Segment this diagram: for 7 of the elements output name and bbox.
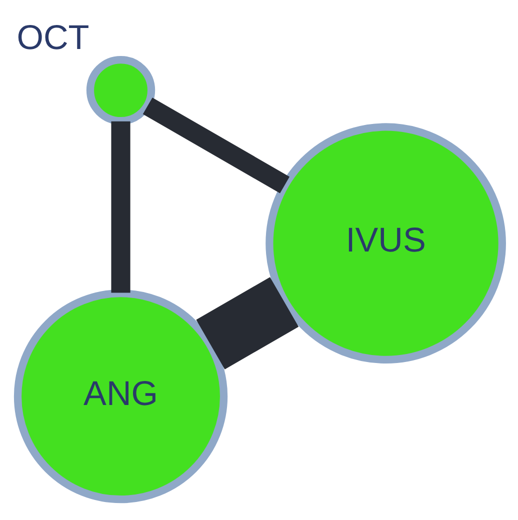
connector bbox=[142, 97, 290, 193]
node-circle: ANG bbox=[14, 289, 228, 503]
node-label: OCT bbox=[16, 18, 90, 57]
node-circle bbox=[86, 55, 156, 124]
connector bbox=[111, 120, 130, 292]
connector bbox=[196, 276, 299, 369]
node-circle: IVUS bbox=[266, 122, 506, 363]
